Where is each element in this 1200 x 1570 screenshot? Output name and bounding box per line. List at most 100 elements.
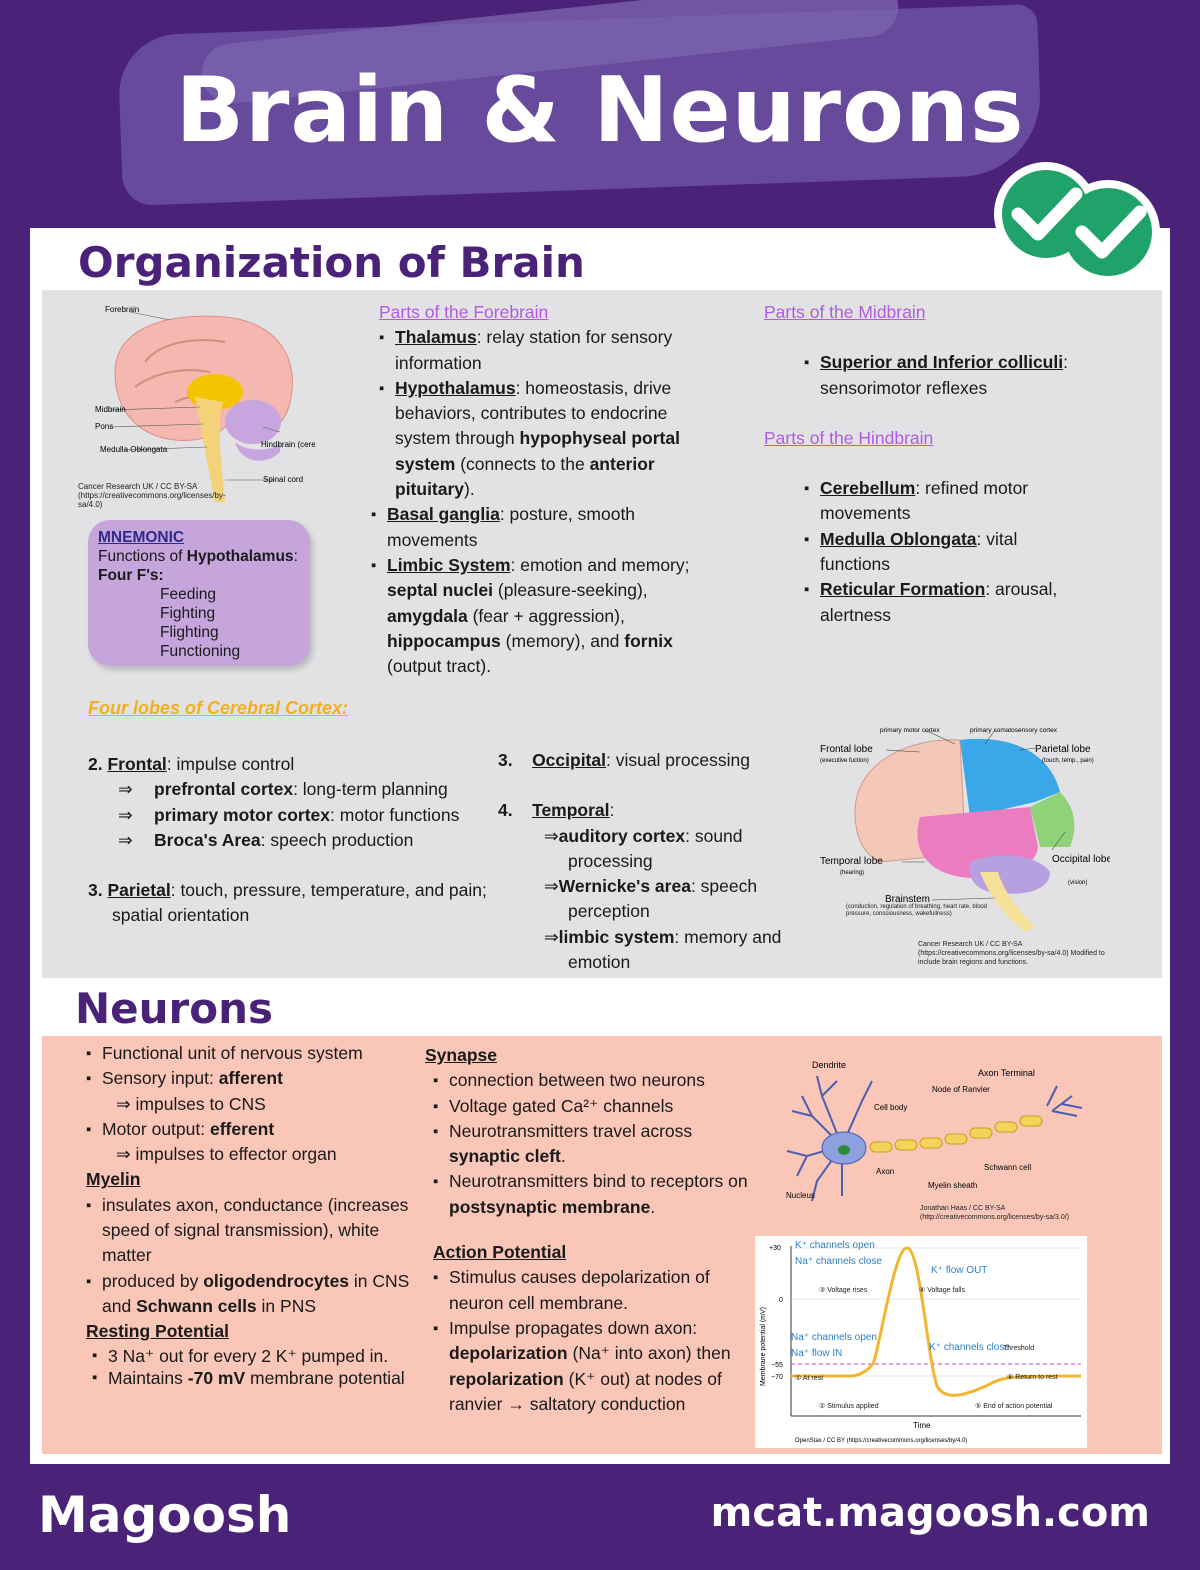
voltage-rises-label: ③ Voltage rises xyxy=(819,1286,868,1294)
mnemonic-item: Fighting xyxy=(160,605,216,622)
schwann-cell-label: Schwann cell xyxy=(984,1163,1031,1172)
list-item: Motor output: efferent xyxy=(86,1117,411,1143)
voltage-falls-label: ④ Voltage falls xyxy=(919,1286,965,1294)
midbrain-label: Midbrain xyxy=(95,405,126,414)
occipital-item: 3. Occipital: visual processing xyxy=(498,750,750,770)
page-title: Brain & Neurons xyxy=(175,58,1025,163)
action-potential-chart: +30 0 −55 −70 Membrane potential (mV) Ti… xyxy=(755,1236,1087,1448)
cell-body-label: Cell body xyxy=(874,1103,907,1112)
end-ap-label: ⑤ End of action potential xyxy=(975,1402,1053,1410)
axon-label: Axon xyxy=(876,1167,894,1176)
na-open-label: Na⁺ channels open xyxy=(791,1332,877,1343)
lobes-left-column: 2. Frontal: impulse control ⇒prefrontal … xyxy=(88,752,488,929)
forebrain-heading: Parts of the Forebrain xyxy=(379,302,549,322)
somatosensory-label: primary somatosensory cortex xyxy=(970,727,1058,734)
threshold-label: Threshold xyxy=(1003,1345,1034,1352)
list-item: Hypothalamus: homeostasis, drive behavio… xyxy=(379,376,719,502)
stimulus-label: ② Stimulus applied xyxy=(819,1402,879,1410)
hindbrain-heading: Parts of the Hindbrain xyxy=(764,427,934,448)
list-item: 3 Na⁺ out for every 2 K⁺ pumped in. xyxy=(92,1345,411,1367)
list-item: Medulla Oblongata: vital functions xyxy=(804,527,1074,578)
y-axis-label: Membrane potential (mV) xyxy=(760,1307,767,1386)
myelin-sheath-label: Myelin sheath xyxy=(928,1181,977,1190)
neuron-diagram: Dendrite Axon Terminal Node of Ranvier C… xyxy=(786,1060,1083,1202)
parietal-lobe-sub: (touch, temp., pain) xyxy=(1042,758,1094,764)
frontal-lobe-sub: (executive fuction) xyxy=(820,758,869,764)
neuron-figure-credit: Jonathan Haas / CC BY-SA (http://creativ… xyxy=(920,1205,1070,1221)
list-item: Sensory input: afferent xyxy=(86,1066,411,1092)
node-of-ranvier-label: Node of Ranvier xyxy=(932,1085,990,1094)
mnemonic-heading: MNEMONIC xyxy=(98,529,185,546)
ytick-0: 0 xyxy=(779,1297,783,1304)
temporal-item: 4. Temporal: xyxy=(498,800,615,821)
k-out-label: K⁺ flow OUT xyxy=(931,1265,987,1276)
list-item: connection between two neurons xyxy=(433,1068,750,1094)
neurons-heading: Neurons xyxy=(75,984,274,1033)
frontal-lobe-label: Frontal lobe xyxy=(820,744,873,755)
ap-chart-credit: OpenStax / CC BY (https://creativecommon… xyxy=(795,1438,967,1444)
hindbrain-label: Hindbrain (cerebellum) xyxy=(261,440,315,449)
temporal-sub-item: ⇒auditory cortex: sound processing xyxy=(544,825,743,871)
list-item: Neurotransmitters bind to receptors on p… xyxy=(433,1169,750,1220)
frontal-sub-item: ⇒Broca's Area: speech production xyxy=(118,829,414,850)
neurons-column-1: Functional unit of nervous system Sensor… xyxy=(86,1041,411,1389)
brain-diagram: Forebrain Midbrain Pons Medulla Oblongat… xyxy=(95,305,315,502)
temporal-sub-item: ⇒Wernicke's area: speech perception xyxy=(544,876,758,922)
list-item: Limbic System: emotion and memory; septa… xyxy=(371,553,719,679)
frontal-item: 2. Frontal: impulse control xyxy=(88,754,295,774)
magoosh-logo: Magoosh xyxy=(38,1486,292,1544)
k-open-label: K⁺ channels open xyxy=(795,1240,875,1251)
spinal-cord-label: Spinal cord xyxy=(263,475,303,484)
synapse-heading: Synapse xyxy=(425,1045,497,1065)
list-item: Stimulus causes depolarization of neuron… xyxy=(433,1265,750,1316)
frontal-sub-item: ⇒prefrontal cortex: long-term planning xyxy=(118,779,448,800)
list-item: produced by oligodendrocytes in CNS and … xyxy=(86,1269,411,1320)
occipital-lobe-label: Occipital lobe xyxy=(1052,854,1110,865)
forebrain-label: Forebrain xyxy=(105,305,139,314)
forebrain-section: Parts of the Forebrain Thalamus: relay s… xyxy=(371,300,719,679)
parietal-item: 3. Parietal: touch, pressure, temperatur… xyxy=(88,880,487,926)
temporal-lobe-label: Temporal lobe xyxy=(820,856,883,867)
temporal-sub-item: ⇒limbic system: memory and emotion xyxy=(544,926,782,973)
nucleus-label: Nucleus xyxy=(786,1191,815,1200)
list-item: Neurotransmitters travel across synaptic… xyxy=(433,1119,750,1170)
motor-cortex-label: primary motor cortex xyxy=(880,727,940,734)
ytick-70: −70 xyxy=(771,1374,783,1381)
list-item: Functional unit of nervous system xyxy=(86,1041,411,1067)
mnemonic-item: Functioning xyxy=(160,643,241,660)
list-item: Maintains -70 mV membrane potential xyxy=(92,1367,411,1389)
list-item: Voltage gated Ca²⁺ channels xyxy=(433,1094,750,1120)
at-rest-label: ① At rest xyxy=(795,1374,823,1382)
list-item: Basal ganglia: posture, smooth movements xyxy=(371,502,719,553)
double-check-logo-icon xyxy=(994,162,1160,284)
lobes-heading: Four lobes of Cerebral Cortex: xyxy=(88,698,349,718)
dendrite-label: Dendrite xyxy=(812,1060,846,1070)
list-item: Impulse propagates down axon: depolariza… xyxy=(433,1316,750,1417)
brainstem-label: Brainstem xyxy=(885,894,930,905)
mnemonic-line1: Functions of Hypothalamus: xyxy=(98,548,298,565)
list-item: Reticular Formation: arousal, alertness xyxy=(804,577,1074,628)
return-rest-label: ⑥ Return to rest xyxy=(1007,1373,1058,1381)
myelin-heading: Myelin xyxy=(86,1169,141,1190)
na-in-label: Na⁺ flow IN xyxy=(791,1348,842,1359)
brain-figure-credit: Cancer Research UK / CC BY-SA (https://c… xyxy=(78,482,226,509)
medulla-label: Medulla Oblongata xyxy=(100,445,168,454)
mnemonic-item: Feeding xyxy=(160,586,217,603)
ytick-55: −55 xyxy=(771,1362,783,1369)
resting-potential-heading: Resting Potential xyxy=(86,1321,229,1342)
organization-heading: Organization of Brain xyxy=(78,238,585,287)
efferent-sub: ⇒ impulses to effector organ xyxy=(116,1144,337,1165)
pons-label: Pons xyxy=(95,422,113,431)
footer-url[interactable]: mcat.magoosh.com xyxy=(710,1490,1150,1536)
brainstem-sub: (conduction, regulation of breathing, he… xyxy=(846,904,988,917)
lobes-right-column: 3. Occipital: visual processing 4. Tempo… xyxy=(498,748,828,975)
temporal-lobe-sub: (hearing) xyxy=(840,870,864,876)
list-item: Thalamus: relay station for sensory info… xyxy=(379,325,719,376)
parietal-lobe-label: Parietal lobe xyxy=(1035,744,1091,755)
list-item: insulates axon, conductance (increases s… xyxy=(86,1193,411,1269)
axon-terminal-label: Axon Terminal xyxy=(978,1068,1035,1078)
frontal-sub-item: ⇒primary motor cortex: motor functions xyxy=(118,804,460,825)
midbrain-section: Parts of the Midbrain Superior and Infer… xyxy=(764,300,1104,628)
mnemonic-line2: Four F's: xyxy=(98,567,164,584)
midbrain-heading: Parts of the Midbrain xyxy=(764,302,926,322)
